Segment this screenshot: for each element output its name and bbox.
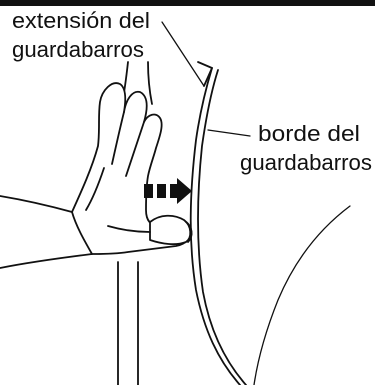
label-fender-edge-line2: guardabarros [240, 150, 372, 175]
label-fender-extension-line2: guardabarros [12, 37, 144, 62]
leader-line-extension [161, 21, 205, 87]
fender-extension-piece [197, 61, 213, 87]
hand-illustration [0, 82, 193, 269]
label-fender-edge-line1: borde del [258, 121, 360, 146]
fork-strut-upper-right [147, 61, 153, 105]
push-right-arrow-icon [144, 178, 192, 204]
leader-line-edge [207, 129, 251, 137]
top-border-bar [0, 0, 375, 6]
tire-curve [253, 205, 351, 385]
label-fender-extension-line1: extensión del [12, 8, 150, 33]
fender-edge-inner [197, 69, 247, 385]
